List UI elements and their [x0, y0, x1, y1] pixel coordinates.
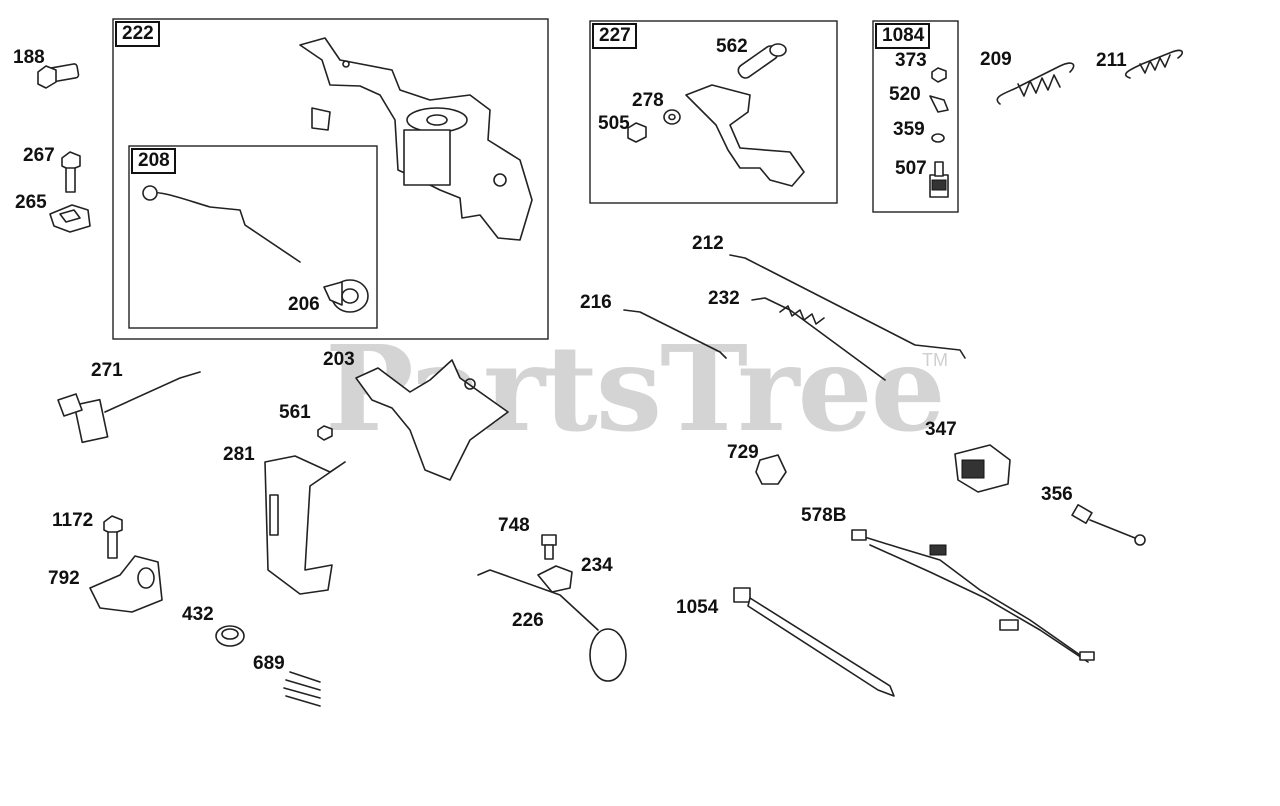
part-748-screw [541, 534, 557, 560]
part-507-switch [929, 161, 949, 198]
part-label-209[interactable]: 209 [980, 49, 1012, 70]
part-373-nut [931, 67, 947, 83]
kit-box-208 [128, 145, 378, 329]
part-label-281[interactable]: 281 [223, 444, 255, 465]
part-222-bracket [299, 37, 533, 241]
part-label-373[interactable]: 373 [895, 50, 927, 71]
kit-box-227 [589, 20, 838, 204]
part-label-278[interactable]: 278 [632, 90, 664, 111]
trademark-mark: TM [922, 350, 948, 370]
part-562-pin [737, 43, 787, 79]
part-label-347[interactable]: 347 [925, 419, 957, 440]
part-520-clip [929, 95, 949, 113]
part-label-359[interactable]: 359 [893, 119, 925, 140]
part-234-clip [537, 565, 573, 593]
part-label-226[interactable]: 226 [512, 610, 544, 631]
part-206-knob [323, 279, 369, 313]
kit-label-1084[interactable]: 1084 [875, 23, 931, 49]
part-label-267[interactable]: 267 [23, 145, 55, 166]
part-209-spring [996, 62, 1075, 105]
part-211-coils [1139, 54, 1171, 74]
part-label-562[interactable]: 562 [716, 36, 748, 57]
part-356-lead [1071, 504, 1146, 546]
part-729-grommet [755, 454, 787, 485]
part-265-clip [49, 204, 91, 233]
part-232-spring [779, 305, 825, 325]
part-label-432[interactable]: 432 [182, 604, 214, 625]
part-label-216[interactable]: 216 [580, 292, 612, 313]
part-211-spring [1124, 49, 1184, 79]
part-209-coils [1017, 74, 1061, 97]
part-278-washer [663, 109, 681, 125]
part-label-505[interactable]: 505 [598, 113, 630, 134]
part-label-748[interactable]: 748 [498, 515, 530, 536]
kit-label-208[interactable]: 208 [131, 148, 176, 174]
kit-label-227[interactable]: 227 [592, 23, 637, 49]
part-label-1054[interactable]: 1054 [676, 597, 719, 618]
part-label-265[interactable]: 265 [15, 192, 47, 213]
part-188-bolt [37, 63, 80, 89]
part-label-188[interactable]: 188 [13, 47, 45, 68]
part-label-689[interactable]: 689 [253, 653, 285, 674]
part-label-561[interactable]: 561 [279, 402, 311, 423]
part-203-bracket [355, 359, 509, 481]
part-label-578b[interactable]: 578B [801, 505, 847, 526]
part-208-rod [144, 191, 301, 263]
part-label-507[interactable]: 507 [895, 158, 927, 179]
kit-label-222[interactable]: 222 [115, 21, 160, 47]
part-232-rod [751, 297, 886, 381]
part-689-spring [283, 671, 321, 707]
part-561-nut [317, 425, 333, 441]
part-271-cable [57, 371, 201, 444]
kit-box-222 [112, 18, 549, 340]
part-label-211[interactable]: 211 [1096, 50, 1127, 71]
part-label-356[interactable]: 356 [1041, 484, 1073, 505]
part-347-switch [954, 444, 1011, 493]
part-label-234[interactable]: 234 [581, 555, 613, 576]
part-212-rod [729, 254, 966, 359]
part-281-bracket [264, 455, 346, 595]
kit-box-1084 [872, 20, 959, 213]
part-432-collar [215, 625, 245, 647]
part-216-rod [623, 309, 727, 359]
part-label-203[interactable]: 203 [323, 349, 355, 370]
part-1054-tie [733, 587, 895, 697]
part-label-520[interactable]: 520 [889, 84, 921, 105]
part-label-792[interactable]: 792 [48, 568, 80, 589]
part-227-lever [685, 84, 805, 187]
part-226-loop [589, 628, 627, 682]
part-226-rod [477, 569, 599, 631]
part-359-washer [931, 133, 945, 143]
part-267-screw [61, 151, 81, 193]
part-792-bracket [89, 555, 163, 613]
part-label-212[interactable]: 212 [692, 233, 724, 254]
part-578b-harness [851, 529, 1095, 663]
part-label-1172[interactable]: 1172 [52, 510, 94, 531]
part-1172-bolt [103, 515, 123, 559]
part-label-271[interactable]: 271 [91, 360, 123, 381]
part-label-206[interactable]: 206 [288, 294, 320, 315]
part-label-729[interactable]: 729 [727, 442, 759, 463]
part-505-nut [627, 122, 647, 143]
part-label-232[interactable]: 232 [708, 288, 740, 309]
